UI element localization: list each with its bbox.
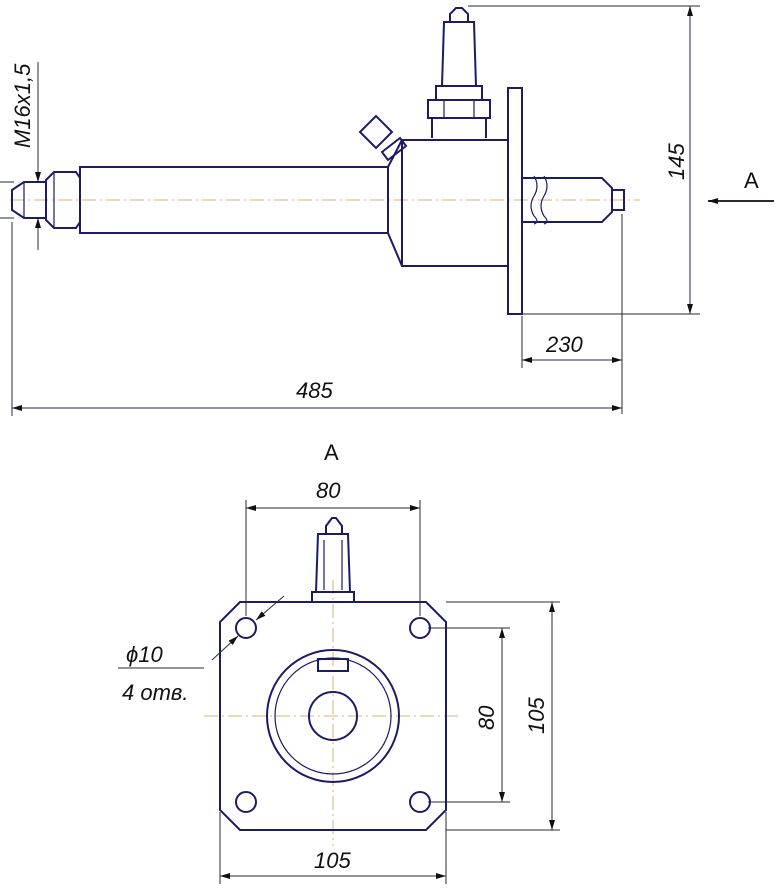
thread-label: M16x1,5 <box>10 63 35 148</box>
outer-height-dim-value: 105 <box>524 697 549 734</box>
front-spark-plug <box>311 517 355 603</box>
top-width-dimension: 80 <box>245 478 421 616</box>
plug-base <box>431 117 487 138</box>
bolt-hole-top-right <box>409 617 431 639</box>
view-arrow-label: A <box>744 168 759 193</box>
hole-leader-top <box>255 595 285 621</box>
valve-knob <box>358 114 394 150</box>
hole-count: 4 отв. <box>122 680 189 705</box>
front-plug-tip <box>325 517 343 534</box>
spark-plug <box>427 7 491 138</box>
plug-tip <box>449 7 469 22</box>
length-dimension: 485 <box>11 222 622 416</box>
long-tube <box>79 166 389 234</box>
hole-leader-bottom <box>211 635 239 661</box>
inner-height-dim-value: 80 <box>474 705 499 730</box>
hole-callout: ϕ10 4 отв. <box>118 595 285 705</box>
bolt-hole-top-left <box>235 617 257 639</box>
main-body <box>401 139 509 267</box>
bolt-hole-bottom-left <box>235 791 257 813</box>
front-plug-body <box>315 533 351 593</box>
output-shaft <box>521 177 613 223</box>
flange-outline <box>219 601 447 831</box>
bottom-width-dimension: 105 <box>219 812 447 884</box>
break-line-1 <box>530 175 538 225</box>
front-plug-nut <box>311 591 355 603</box>
plug-nut <box>427 99 491 119</box>
bottom-width-dim-value: 105 <box>314 848 351 873</box>
shaft-tip <box>611 189 625 211</box>
flange-plate <box>507 87 523 315</box>
outer-ring <box>266 649 400 783</box>
front-view-title: A <box>324 440 339 465</box>
plug-collar <box>435 85 483 100</box>
side-valve <box>358 114 408 162</box>
valve-stem <box>380 136 408 162</box>
front-view: A 80 <box>118 440 560 884</box>
height-dimension: 145 <box>468 5 700 315</box>
view-arrow: A <box>708 168 774 204</box>
length-dim-value: 485 <box>296 378 333 403</box>
center-bore <box>308 691 358 741</box>
side-view: M16x1,5 145 230 485 A <box>0 5 774 416</box>
plug-insulator <box>441 21 477 87</box>
flange-dim-value: 230 <box>545 332 583 357</box>
hole-dim-value: ϕ10 <box>126 642 163 667</box>
break-line-2 <box>540 175 548 225</box>
flange-dimension: 230 <box>521 214 623 414</box>
top-width-dim-value: 80 <box>316 478 341 503</box>
bolt-hole-bottom-right <box>409 791 431 813</box>
inner-height-dimension: 80 <box>428 627 510 803</box>
key-slot <box>317 658 349 672</box>
thread-dimension: M16x1,5 <box>0 62 41 250</box>
outer-height-dimension: 105 <box>446 601 560 831</box>
height-dim-value: 145 <box>664 143 689 180</box>
